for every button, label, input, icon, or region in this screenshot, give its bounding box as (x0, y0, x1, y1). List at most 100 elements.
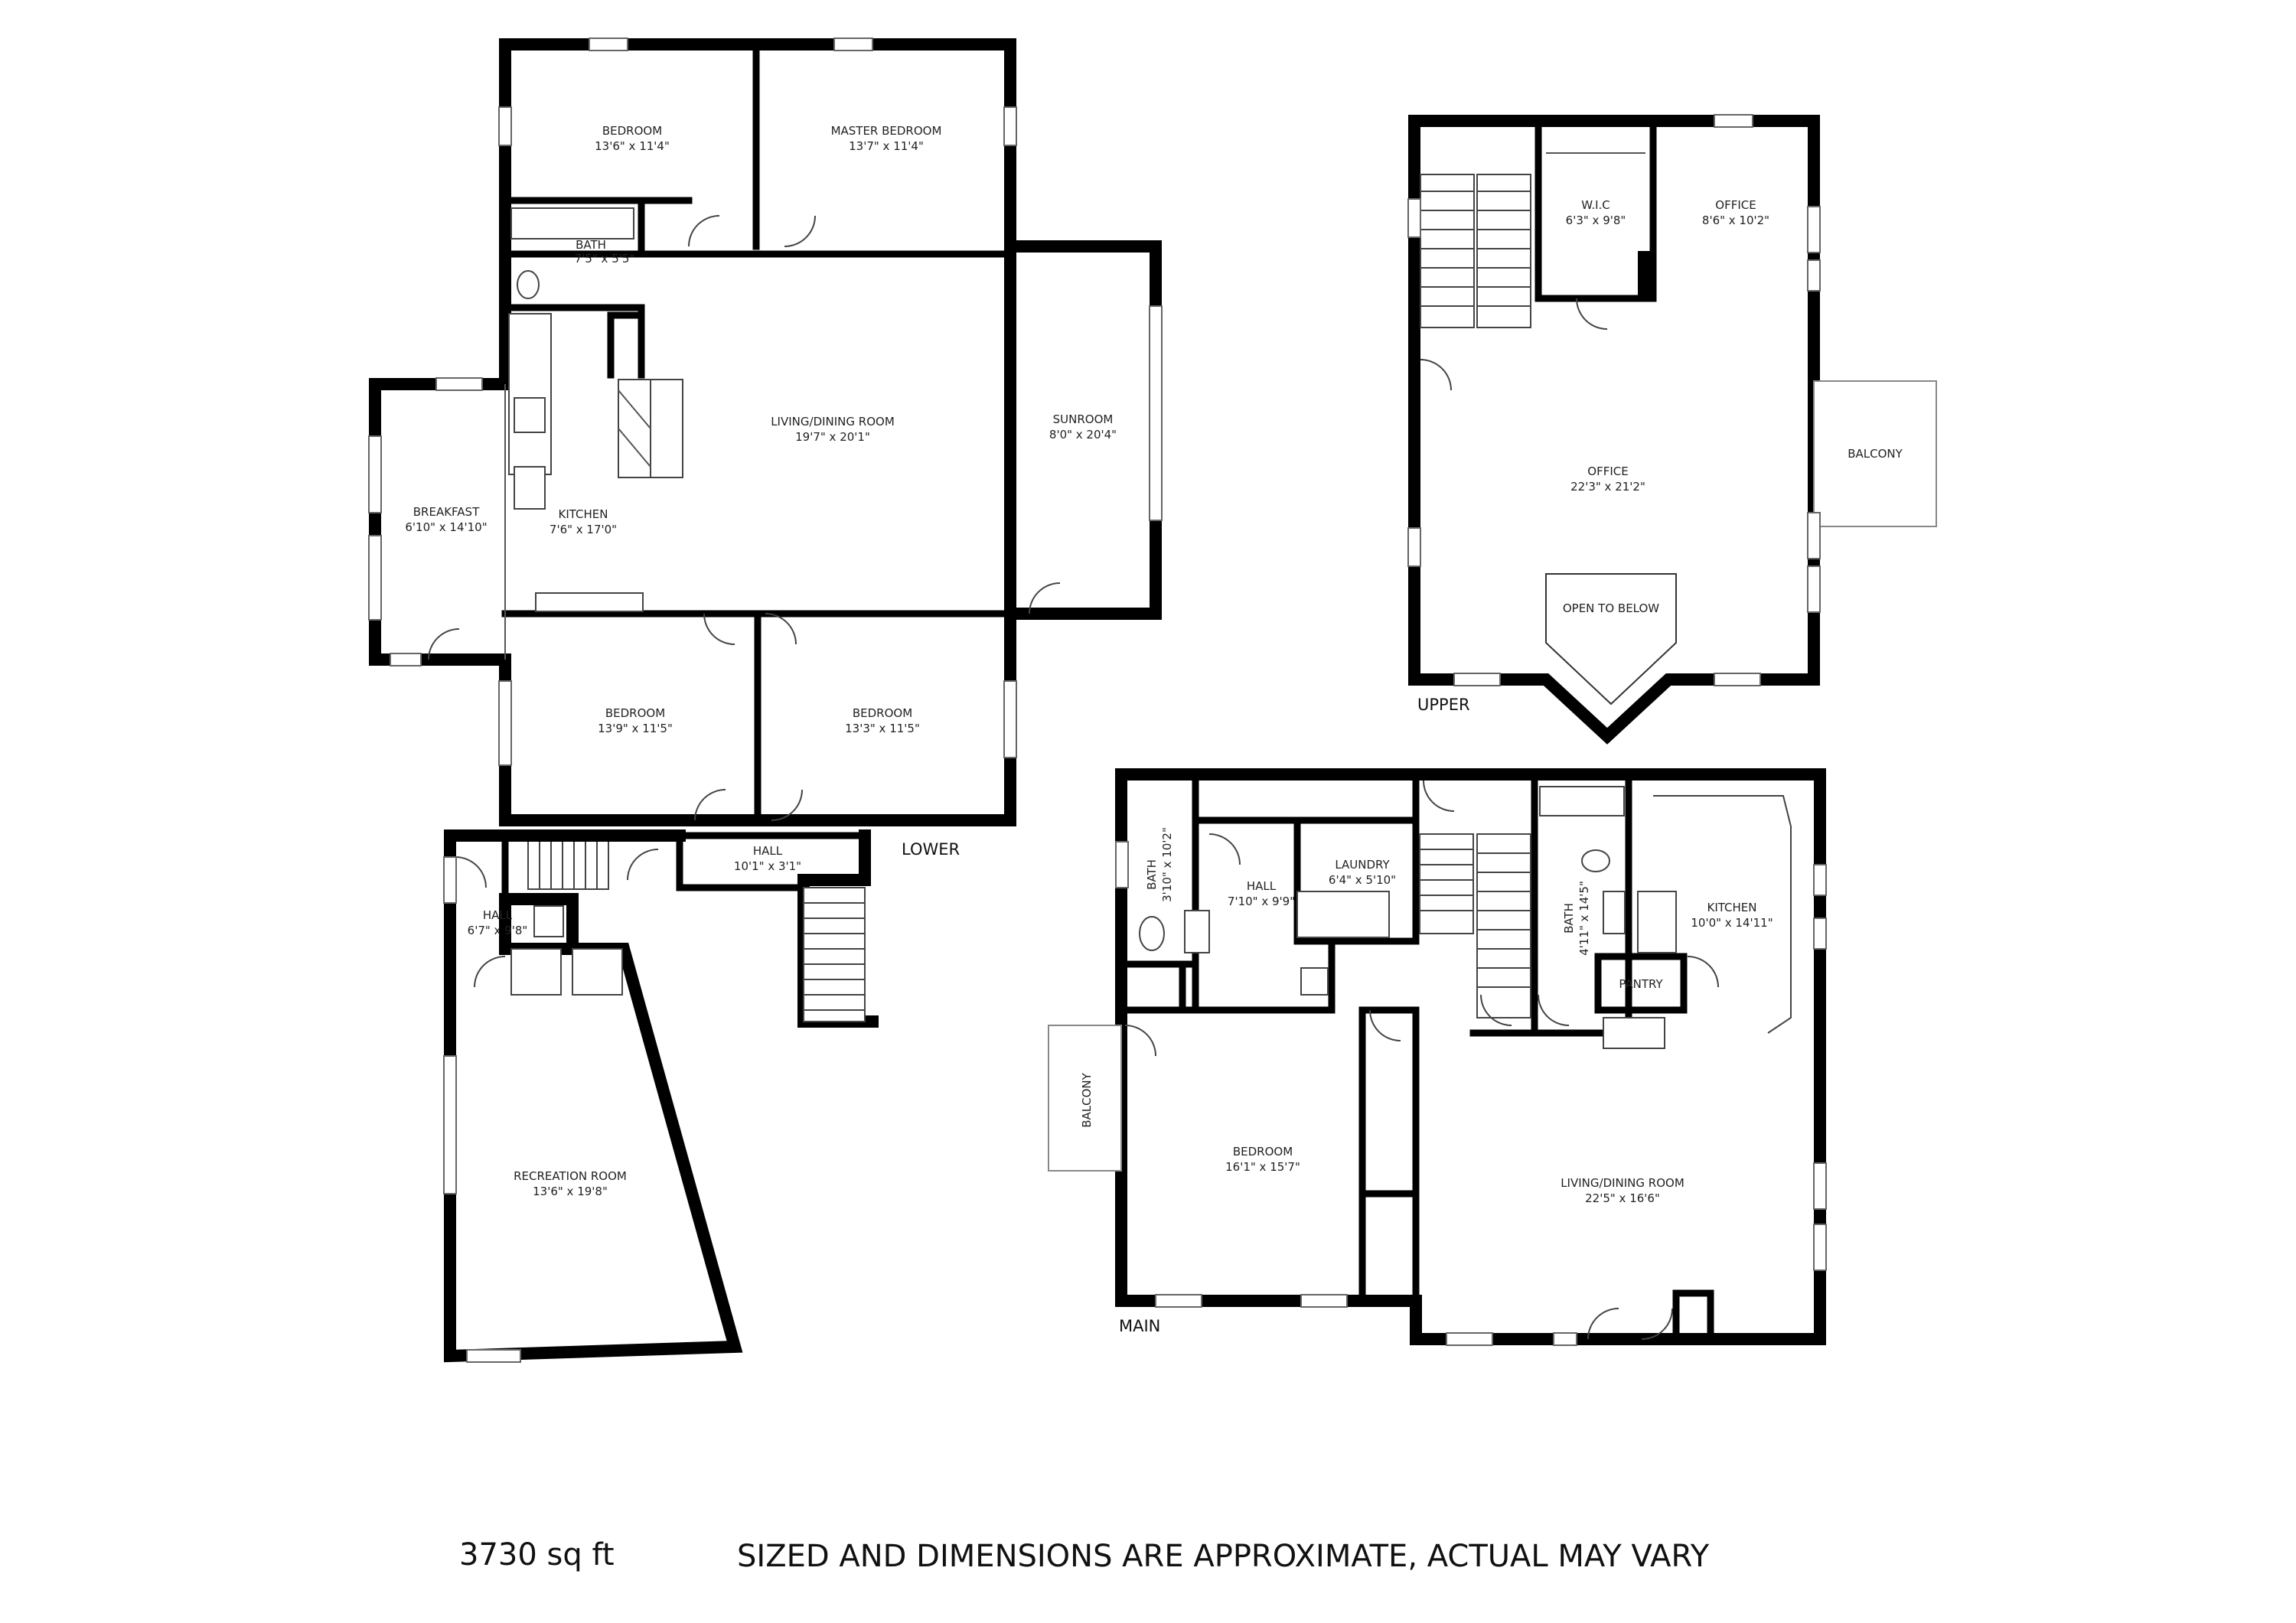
window (1003, 106, 1017, 146)
lower-exterior-wall (369, 38, 1162, 826)
door-swing (1420, 359, 1452, 391)
bathtub (1539, 786, 1625, 816)
wic-post (1638, 251, 1653, 298)
door-swing (428, 628, 460, 660)
window (498, 680, 512, 766)
door-swing (627, 849, 659, 881)
room-name: OPEN TO BELOW (1563, 601, 1659, 615)
door-swing (1480, 994, 1512, 1026)
laundry-sink (1300, 967, 1329, 996)
door-swing (765, 613, 797, 645)
bath-vanity (1184, 910, 1210, 953)
room-name: MASTER BEDROOM (831, 124, 942, 138)
room-name: BREAKFAST (413, 505, 480, 519)
kitchen-island (1637, 891, 1677, 953)
kitchen-counter (1653, 795, 1792, 1034)
bath-toilet (1139, 916, 1165, 951)
room-dim: 4'11" x 14'5" (1577, 881, 1591, 956)
door-swing (1641, 1308, 1673, 1340)
window (368, 435, 382, 513)
open-to-below (1545, 573, 1677, 706)
room-name: BEDROOM (605, 706, 665, 720)
room-dim: 13'6" x 19'8" (533, 1185, 608, 1198)
window (1553, 1332, 1577, 1346)
window (1453, 673, 1501, 686)
room-dim: 10'0" x 14'11" (1691, 916, 1773, 930)
kitchen-stove (514, 466, 546, 510)
window (1714, 673, 1761, 686)
kitchen-sink (514, 397, 546, 433)
room-name: PANTRY (1619, 977, 1663, 991)
room-dim: 6'3" x 9'8" (1566, 213, 1626, 227)
room-dim: 7'6" x 17'0" (550, 523, 617, 536)
room-name: LIVING/DINING ROOM (1561, 1176, 1684, 1190)
window (368, 535, 382, 621)
kitchen-counter-bottom (535, 592, 644, 612)
room-name: BATH (1145, 859, 1159, 890)
closet (572, 948, 623, 996)
room-dim: 3'10" x 10'2" (1160, 827, 1174, 902)
window (1155, 1294, 1202, 1308)
window (1407, 198, 1421, 238)
room-dim: 22'3" x 21'2" (1570, 480, 1645, 494)
room-name: KITCHEN (559, 507, 608, 521)
upper-balcony (1813, 380, 1937, 527)
room-name: BEDROOM (1233, 1145, 1293, 1159)
bath-vanity (510, 207, 634, 240)
window (443, 856, 457, 904)
door-swing (1124, 1025, 1156, 1057)
door-swing (688, 215, 720, 247)
laundry-machines (1296, 891, 1390, 938)
lower-recreation-wall (444, 829, 743, 1363)
lower-floor (368, 37, 1163, 1363)
door-swing (1587, 1308, 1619, 1340)
lower-stairs-side (803, 887, 866, 1022)
room-dim: 8'6" x 10'2" (1702, 213, 1769, 227)
room-dim: 8'0" x 20'4" (1049, 428, 1117, 442)
hall-sink (533, 905, 564, 937)
room-dim: 6'10" x 14'10" (405, 520, 487, 534)
window (833, 37, 873, 51)
room-dim: 6'7" x 9'8" (468, 924, 528, 937)
room-name: BALCONY (1080, 1072, 1094, 1127)
upper-stairs (1420, 174, 1531, 328)
room-dim: 6'4" x 5'10" (1329, 873, 1396, 887)
kitchen-counter (508, 313, 552, 475)
door-swing (474, 956, 506, 988)
window (390, 653, 422, 666)
window (1807, 565, 1821, 613)
disclaimer: SIZED AND DIMENSIONS ARE APPROXIMATE, AC… (737, 1539, 1710, 1574)
room-name: BEDROOM (602, 124, 662, 138)
window (443, 1055, 457, 1194)
room-name: BEDROOM (853, 706, 912, 720)
bath-toilet (1581, 849, 1610, 872)
room-name: RECREATION ROOM (514, 1169, 627, 1183)
room-name: HALL (753, 844, 783, 858)
window (498, 106, 512, 146)
room-name: KITCHEN (1707, 901, 1757, 914)
closet (1672, 1289, 1714, 1343)
floor-label-upper: UPPER (1417, 696, 1470, 714)
room-dim: 19'7" x 20'1" (795, 430, 870, 444)
room-name: BATH (576, 238, 606, 252)
door-swing (771, 789, 803, 821)
bath-vanity (1603, 891, 1626, 934)
room-dim: 13'7" x 11'4" (849, 139, 924, 153)
door-swing (694, 789, 726, 821)
room-name: BALCONY (1848, 447, 1903, 461)
door-swing (1538, 994, 1570, 1026)
room-name: LAUNDRY (1335, 858, 1390, 872)
room-name: OFFICE (1587, 464, 1628, 478)
room-dim: 7'10" x 9'9" (1228, 895, 1295, 908)
window (466, 1349, 521, 1363)
room-name: W.I.C (1581, 198, 1610, 212)
window (1807, 259, 1821, 292)
window (589, 37, 628, 51)
hatch-line (618, 389, 651, 429)
fireplace (1603, 1017, 1665, 1049)
main-balcony (1048, 1025, 1122, 1172)
closet (510, 948, 562, 996)
lower-stairs-top (527, 835, 609, 890)
window (1115, 841, 1129, 888)
